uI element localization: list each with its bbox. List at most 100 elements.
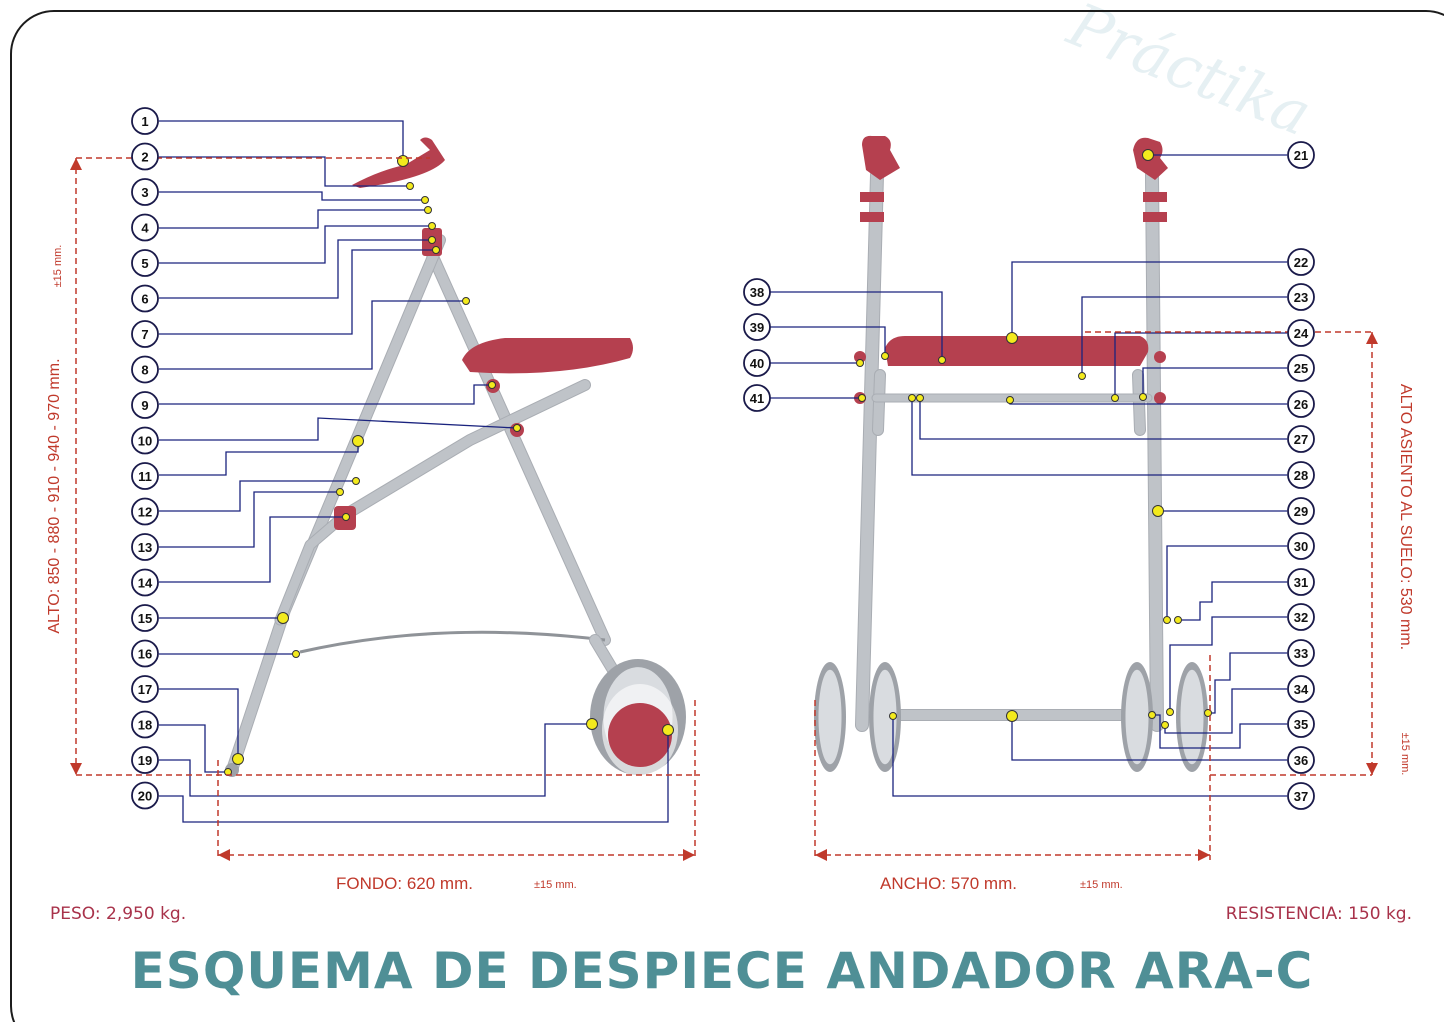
callout-16-circle — [131, 639, 159, 668]
width-tolerance: ±15 mm. — [1080, 879, 1123, 891]
leader-22 — [1011, 261, 1287, 338]
callout-35-label: 35 — [1294, 717, 1308, 732]
marker-34 — [1161, 721, 1169, 729]
seat-height-tolerance: ±15 mm. — [1399, 732, 1411, 776]
callout-36-label: 36 — [1294, 753, 1308, 768]
seat-height-dimension-label: ALTO ASIENTO AL SUELO: 530 mm. — [1397, 383, 1414, 651]
callout-39-label: 39 — [750, 320, 764, 335]
callout-22-circle — [1287, 248, 1315, 276]
marker-1 — [397, 155, 409, 167]
callout-37-label: 37 — [1294, 789, 1308, 804]
marker-12 — [352, 477, 360, 485]
front-wheel-left-inner-rim — [873, 669, 897, 765]
callout-29-circle — [1287, 497, 1315, 525]
callout-24-label: 24 — [1294, 326, 1309, 341]
callout-4-circle — [131, 213, 159, 242]
marker-40 — [856, 359, 864, 367]
callout-10-label: 10 — [138, 434, 152, 449]
width-arrow-right — [1198, 849, 1210, 861]
marker-33 — [1204, 709, 1212, 717]
callout-40-circle — [743, 349, 771, 377]
marker-41 — [858, 394, 866, 402]
marker-4 — [424, 206, 432, 214]
callout-13-label: 13 — [138, 540, 152, 555]
front-left-handle — [862, 135, 900, 180]
marker-13 — [336, 488, 344, 496]
marker-15 — [277, 612, 289, 624]
leader-24 — [1114, 332, 1287, 398]
callout-17-label: 17 — [138, 682, 152, 697]
callout-23-label: 23 — [1294, 290, 1308, 305]
part-callouts: 1234567891011121314151617181920212223242… — [131, 107, 1315, 810]
leader-14 — [159, 516, 346, 583]
callout-2-circle — [131, 142, 159, 171]
leader-38 — [770, 291, 943, 360]
callout-41-label: 41 — [750, 391, 764, 406]
callout-5-circle — [131, 249, 159, 277]
marker-26 — [1006, 396, 1014, 404]
callout-16-label: 16 — [138, 647, 152, 662]
marker-6 — [428, 236, 436, 244]
marker-31 — [1174, 616, 1182, 624]
front-knob — [1154, 351, 1166, 363]
marker-21 — [1142, 149, 1154, 161]
height-tolerance: ±15 mm. — [52, 244, 64, 288]
callout-7-label: 7 — [141, 327, 148, 342]
marker-2 — [406, 182, 414, 190]
leader-36 — [1011, 716, 1287, 761]
marker-8 — [462, 297, 470, 305]
callout-9-circle — [131, 391, 159, 419]
callout-14-circle — [131, 568, 159, 597]
front-height-band — [860, 212, 884, 222]
callout-12-circle — [131, 497, 159, 526]
marker-22 — [1006, 332, 1018, 344]
marker-38 — [938, 356, 946, 364]
height-arrow-top — [70, 158, 82, 170]
marker-28 — [908, 394, 916, 402]
leader-33 — [1208, 652, 1287, 714]
callout-15-label: 15 — [138, 611, 152, 626]
callout-6-label: 6 — [141, 292, 148, 307]
side-cross-cable — [299, 630, 606, 654]
callout-7-circle — [131, 320, 159, 348]
side-lower-brace — [275, 510, 350, 625]
walker-drawings — [225, 135, 1208, 777]
front-left-upright — [856, 169, 883, 731]
callout-25-label: 25 — [1294, 361, 1308, 376]
front-height-band — [860, 192, 884, 202]
callout-35-circle — [1287, 710, 1315, 738]
callout-3-circle — [131, 178, 159, 206]
leader-30 — [1166, 545, 1287, 620]
leader-2 — [159, 156, 410, 187]
marker-25 — [1139, 393, 1147, 401]
marker-30 — [1163, 616, 1171, 624]
callout-8-label: 8 — [141, 363, 148, 378]
callout-32-label: 32 — [1294, 610, 1308, 625]
callout-26-label: 26 — [1294, 397, 1308, 412]
marker-39 — [881, 352, 889, 360]
callout-8-circle — [131, 355, 159, 384]
weight-label: PESO: 2,950 kg. — [50, 904, 187, 924]
leader-17 — [159, 688, 239, 759]
callout-19-label: 19 — [138, 753, 152, 768]
callout-22-label: 22 — [1294, 255, 1308, 270]
front-knob — [1154, 392, 1166, 404]
height-arrow-bottom — [70, 763, 82, 775]
marker-3 — [421, 196, 429, 204]
marker-24 — [1111, 394, 1119, 402]
side-rear-leg — [425, 245, 610, 645]
callout-28-label: 28 — [1294, 468, 1308, 483]
callout-11-circle — [131, 462, 159, 490]
marker-36 — [1006, 710, 1018, 722]
leader-19 — [159, 723, 592, 797]
side-wheel-hub — [608, 703, 672, 767]
callout-23-circle — [1287, 283, 1315, 311]
callout-34-circle — [1287, 675, 1315, 703]
leader-10 — [159, 417, 518, 441]
callout-3-label: 3 — [141, 185, 148, 200]
callout-18-label: 18 — [138, 718, 152, 733]
width-dimension-label: ANCHO: 570 mm. — [880, 874, 1017, 893]
callout-29-label: 29 — [1294, 504, 1308, 519]
marker-17 — [232, 753, 244, 765]
